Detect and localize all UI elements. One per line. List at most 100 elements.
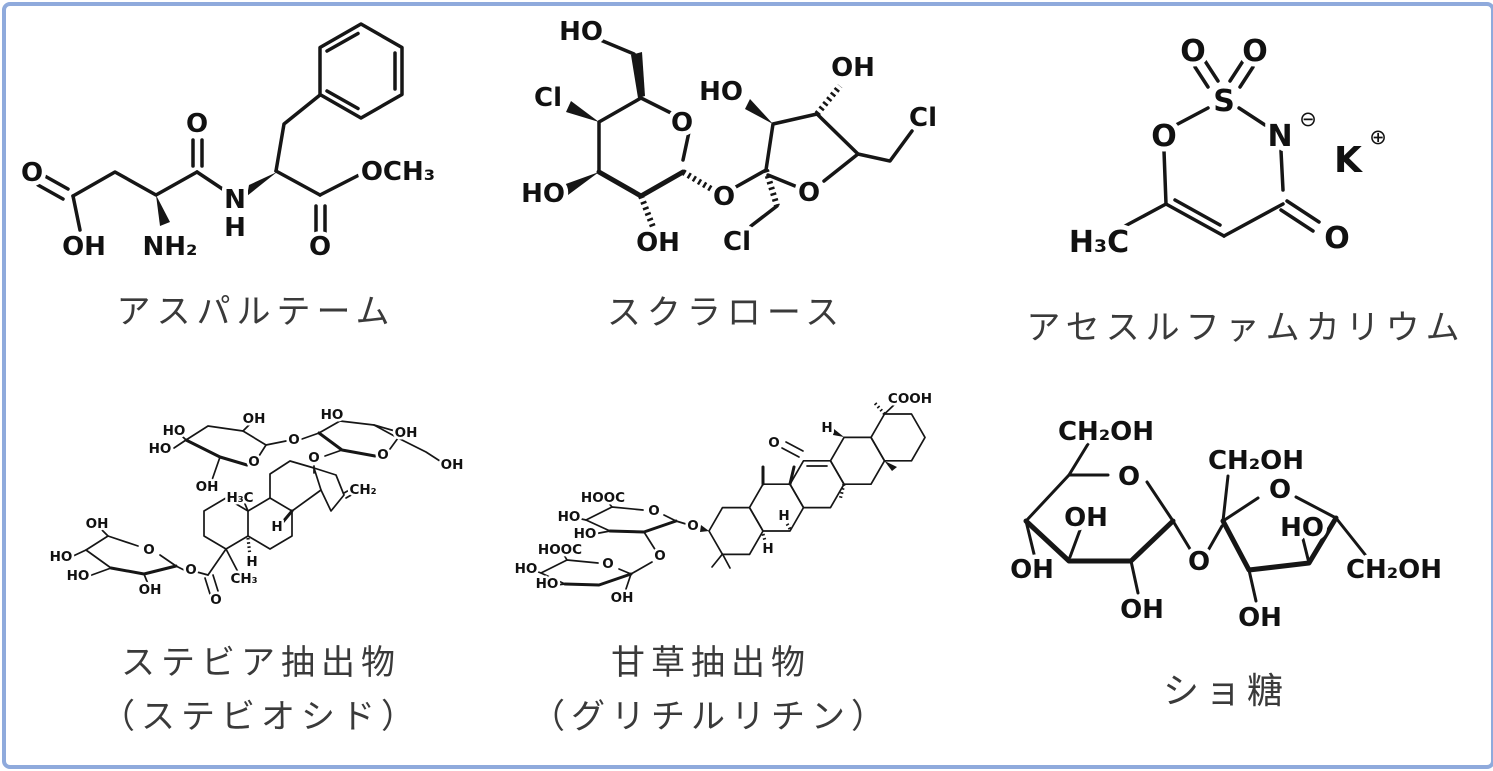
acesulfame-k-bonds bbox=[1123, 59, 1321, 238]
atom-label: OH bbox=[1238, 603, 1282, 633]
atom-label: H bbox=[762, 541, 773, 557]
atom-label: O bbox=[671, 108, 693, 138]
atom-label: O bbox=[768, 435, 779, 451]
atom-label: O bbox=[654, 548, 665, 564]
atom-label: H₃C bbox=[1069, 225, 1129, 260]
atom-label: O bbox=[1151, 119, 1177, 154]
sucralose-wedges bbox=[563, 52, 773, 195]
aspartame-caption: アスパルテーム bbox=[116, 293, 396, 331]
atom-label: Cl bbox=[909, 103, 937, 133]
atom-label: S bbox=[1213, 84, 1235, 119]
atom-label: H bbox=[246, 554, 257, 570]
atom-label: H bbox=[224, 213, 246, 243]
aspartame-wedges bbox=[156, 172, 277, 226]
atom-label: CH₃ bbox=[230, 571, 257, 587]
atom-label: O bbox=[1269, 475, 1291, 505]
atom-label: HOOC bbox=[538, 542, 582, 558]
atom-label: H bbox=[271, 519, 282, 535]
atom-label: O bbox=[377, 447, 388, 463]
glycyrrhizin-caption-line1: 甘草抽出物 bbox=[611, 644, 811, 682]
glycyrrhizin-caption: 甘草抽出物 （グリチルリチン） bbox=[486, 636, 936, 744]
atom-label: O bbox=[1180, 34, 1206, 69]
atom-label: O bbox=[143, 542, 154, 558]
atom-label: O bbox=[798, 178, 820, 208]
atom-label: O bbox=[1242, 34, 1268, 69]
atom-label: ⊕ bbox=[1369, 125, 1387, 149]
atom-label: K bbox=[1334, 140, 1363, 181]
atom-label: HO bbox=[558, 509, 581, 525]
atom-label: HO bbox=[321, 407, 344, 423]
atom-label: O bbox=[602, 556, 613, 572]
atom-label: HO bbox=[50, 549, 73, 565]
atom-label: O bbox=[713, 182, 735, 212]
atom-label: OH bbox=[831, 53, 875, 83]
atom-label: CH₂OH bbox=[1058, 417, 1154, 447]
atom-label: OH bbox=[611, 590, 634, 606]
atom-label: O bbox=[185, 562, 196, 578]
atom-label: CH₂OH bbox=[1208, 446, 1304, 476]
sucralose-caption: スクラロース bbox=[606, 294, 846, 332]
atom-label: OH bbox=[86, 516, 109, 532]
atom-label: ⊖ bbox=[1299, 107, 1317, 131]
atom-label: OCH₃ bbox=[361, 157, 435, 187]
atom-label: HO bbox=[515, 561, 538, 577]
sucralose-hashed-bonds bbox=[638, 84, 843, 229]
stevioside-caption-line1: ステビア抽出物 bbox=[121, 644, 401, 682]
atom-label: H₃C bbox=[226, 490, 253, 506]
stevioside-hashed-bonds bbox=[246, 537, 252, 557]
atom-label: CH₂OH bbox=[1346, 555, 1442, 585]
sucrose-bold-bonds bbox=[1023, 515, 1339, 573]
atom-label: O bbox=[186, 109, 208, 139]
atom-label: COOH bbox=[888, 391, 932, 407]
sucrose-caption: ショ糖 bbox=[1162, 670, 1289, 711]
atom-label: HO bbox=[521, 179, 565, 209]
atom-label: OH bbox=[1010, 555, 1054, 585]
atom-label: HO bbox=[163, 423, 186, 439]
atom-label: H bbox=[821, 420, 832, 436]
atom-label: OH bbox=[1064, 503, 1108, 533]
acesulfame-k-caption: アセスルファムカリウム bbox=[1026, 309, 1466, 347]
atom-label: Cl bbox=[723, 227, 751, 257]
atom-label: HO bbox=[67, 568, 90, 584]
atom-label: OH bbox=[139, 582, 162, 598]
stevioside-caption-line2: （ステビオシド） bbox=[101, 698, 421, 736]
glycyrrhizin-caption-line2: （グリチルリチン） bbox=[531, 698, 891, 736]
atom-label: OH bbox=[62, 232, 106, 262]
atom-label: O bbox=[687, 518, 698, 534]
atom-label: HO bbox=[559, 17, 603, 47]
atom-label: HO bbox=[574, 526, 597, 542]
atom-label: O bbox=[288, 432, 299, 448]
sucrose-bonds bbox=[1024, 442, 1369, 603]
atom-label: H bbox=[778, 508, 789, 524]
atom-label: OH bbox=[1120, 595, 1164, 625]
atom-label: O bbox=[1118, 462, 1140, 492]
sucralose-bold-bonds bbox=[596, 169, 686, 199]
atom-label: O bbox=[21, 158, 43, 188]
atom-label: HO bbox=[699, 77, 743, 107]
atom-label: CH₂ bbox=[349, 482, 376, 498]
atom-label: NH₂ bbox=[143, 232, 198, 262]
atom-label: O bbox=[308, 450, 319, 466]
atom-label: O bbox=[210, 592, 221, 608]
glycyrrhizin-wedges bbox=[700, 429, 897, 532]
stevioside-bold-bonds bbox=[109, 431, 377, 576]
atom-label: OH bbox=[636, 228, 680, 258]
atom-label: HO bbox=[1280, 513, 1324, 543]
atom-label: O bbox=[1188, 547, 1210, 577]
atom-label: HOOC bbox=[581, 490, 625, 506]
atom-label: O bbox=[248, 454, 259, 470]
atom-label: HO bbox=[149, 441, 172, 457]
atom-label: OH bbox=[243, 411, 266, 427]
aspartame-bonds bbox=[36, 22, 404, 236]
glycyrrhizin-hashed-bonds bbox=[761, 400, 886, 545]
